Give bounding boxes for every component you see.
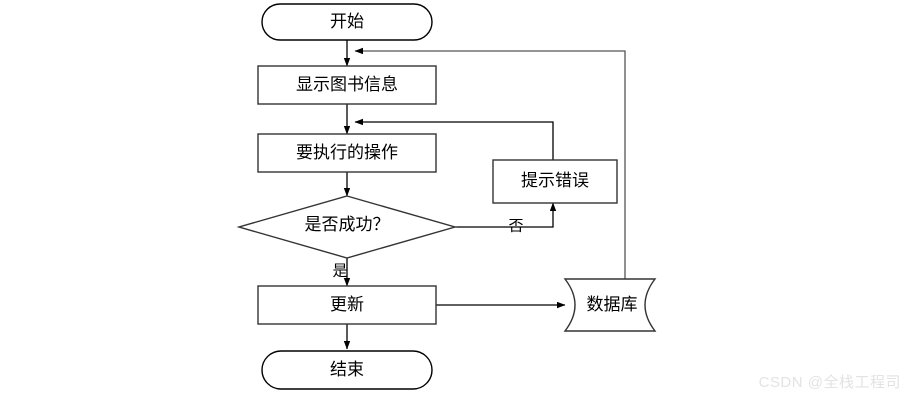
node-start-shape [261, 3, 433, 41]
node-database-shape [563, 278, 657, 332]
node-display-shape [257, 65, 437, 105]
edge-error-to-operation [354, 118, 554, 160]
node-update-label: 更新 [330, 295, 364, 314]
node-display-label: 显示图书信息 [296, 75, 398, 94]
node-database-label: 数据库 [587, 295, 638, 314]
node-decision-shape [236, 195, 458, 259]
node-error[interactable]: 提示错误 [492, 159, 618, 204]
node-decision[interactable]: 是否成功？ [236, 195, 458, 259]
node-start-label: 开始 [330, 12, 364, 31]
node-error-shape [492, 159, 618, 204]
edge-label-yes: 是 [332, 263, 347, 279]
node-decision-label: 是否成功？ [305, 215, 390, 234]
node-database[interactable]: 数据库 [563, 278, 657, 332]
edge-label-no: 否 [508, 218, 523, 234]
node-end-shape [261, 350, 433, 390]
node-update-shape [257, 285, 437, 325]
node-end-label: 结束 [330, 360, 364, 379]
node-operation[interactable]: 要执行的操作 [257, 133, 437, 173]
node-error-label: 提示错误 [521, 171, 589, 190]
node-end[interactable]: 结束 [261, 350, 433, 390]
csdn-watermark: CSDN @全栈工程司 [758, 374, 901, 391]
edge-database-to-display [354, 47, 626, 279]
node-operation-shape [257, 133, 437, 173]
node-start[interactable]: 开始 [261, 3, 433, 41]
node-display[interactable]: 显示图书信息 [257, 65, 437, 105]
node-update[interactable]: 更新 [257, 285, 437, 325]
node-operation-label: 要执行的操作 [296, 143, 398, 162]
edge-decision-to-error [455, 202, 557, 228]
